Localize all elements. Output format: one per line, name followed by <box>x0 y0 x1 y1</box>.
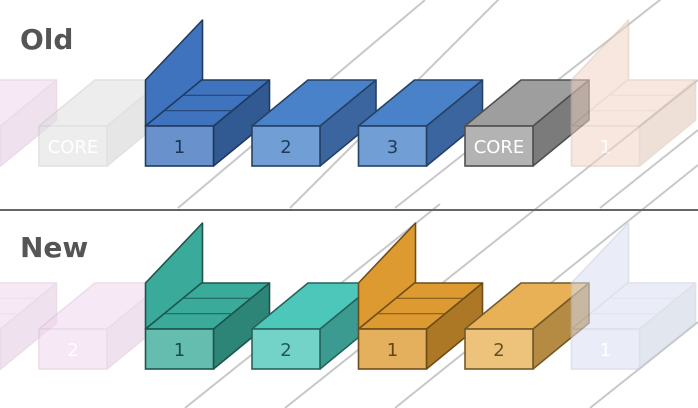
block-new-5: 1 <box>357 222 484 370</box>
block-new-2: 2 <box>38 282 164 370</box>
block-front-face <box>251 328 321 370</box>
block-old-4: 2 <box>251 79 377 167</box>
block-old-5: 3 <box>357 79 484 167</box>
block-front-face <box>0 125 2 167</box>
block-number-label: 3 <box>387 137 398 158</box>
block-front-face <box>38 125 108 167</box>
block-number-label: 1 <box>174 137 185 158</box>
block-front-face <box>251 125 321 167</box>
block-front-face <box>570 125 641 167</box>
block-number-label: 1 <box>600 137 611 158</box>
row-new: 2 1 2 1 2 1 <box>0 222 697 370</box>
block-front-face <box>464 125 534 167</box>
block-new-6: 2 <box>464 282 590 370</box>
block-number-label: 2 <box>67 340 78 361</box>
block-new-1 <box>0 282 58 370</box>
block-number-label: 2 <box>280 340 291 361</box>
row-old: CORE 1 2 3 CORE 1 <box>0 19 697 167</box>
block-number-label: 2 <box>493 340 504 361</box>
block-old-3: 1 <box>144 19 271 167</box>
block-front-face <box>0 328 2 370</box>
block-number-label: 2 <box>280 137 291 158</box>
block-front-face <box>464 328 534 370</box>
block-top-face <box>0 79 58 127</box>
block-number-label: 1 <box>387 340 398 361</box>
block-top-face <box>0 282 58 330</box>
block-front-face <box>38 328 108 370</box>
block-number-label: 1 <box>600 340 611 361</box>
block-number-label: 1 <box>174 340 185 361</box>
block-number-label: CORE <box>474 137 525 158</box>
block-front-face <box>357 125 428 167</box>
block-old-2: CORE <box>38 79 164 167</box>
block-front-face <box>357 328 428 370</box>
block-front-face <box>144 328 215 370</box>
block-old-6: CORE <box>464 79 590 167</box>
block-new-7: 1 <box>570 222 697 370</box>
block-front-face <box>570 328 641 370</box>
block-old-7: 1 <box>570 19 697 167</box>
row-label-new: New <box>20 231 89 264</box>
row-label-old: Old <box>20 23 74 56</box>
background-stripe <box>599 129 698 209</box>
block-new-3: 1 <box>144 222 271 370</box>
block-new-4: 2 <box>251 282 377 370</box>
block-front-face <box>144 125 215 167</box>
block-number-label: CORE <box>48 137 99 158</box>
block-old-1 <box>0 79 58 167</box>
